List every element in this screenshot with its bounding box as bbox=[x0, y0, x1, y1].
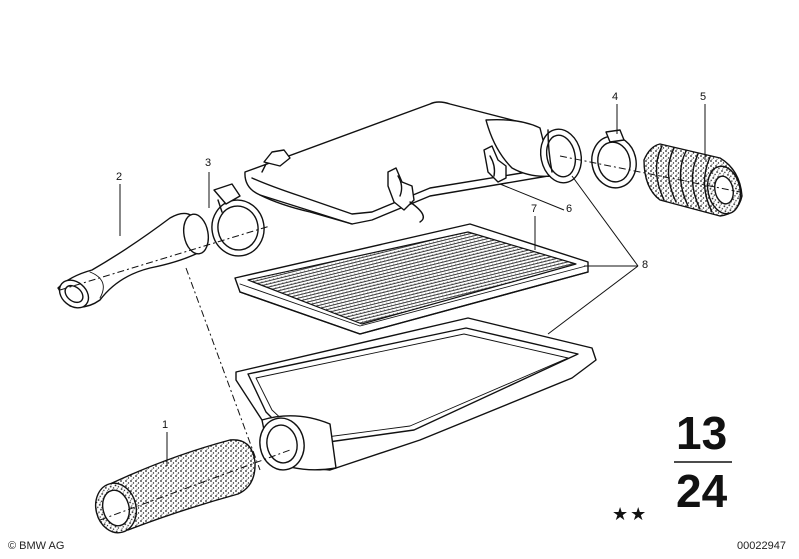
corrugated-hose bbox=[643, 143, 743, 217]
callout-3: 3 bbox=[205, 157, 212, 169]
hose-clamp-right bbox=[591, 129, 637, 189]
callout-1: 1 bbox=[162, 419, 169, 431]
rating-stars: ★★ bbox=[612, 504, 649, 525]
intake-hose-lower bbox=[94, 439, 256, 534]
callout-2: 2 bbox=[116, 171, 123, 183]
callout-7: 7 bbox=[531, 203, 538, 215]
callout-4: 4 bbox=[612, 91, 619, 103]
air-cleaner-lower-housing bbox=[235, 317, 597, 471]
callout-5: 5 bbox=[700, 91, 707, 103]
callout-leader-lines bbox=[119, 104, 706, 466]
group-number-main: 13 bbox=[676, 407, 728, 459]
air-filter-element bbox=[234, 223, 589, 335]
assembly-axis-lines bbox=[59, 155, 741, 521]
copyright-notice: © BMW AG bbox=[8, 540, 65, 552]
callout-6: 6 bbox=[566, 203, 573, 215]
elbow-hose-upper bbox=[57, 212, 210, 309]
callout-8: 8 bbox=[642, 259, 649, 271]
hose-clamp-left bbox=[211, 183, 265, 257]
group-number-sub: 24 bbox=[676, 465, 728, 517]
diagram-id: 00022947 bbox=[737, 540, 786, 552]
